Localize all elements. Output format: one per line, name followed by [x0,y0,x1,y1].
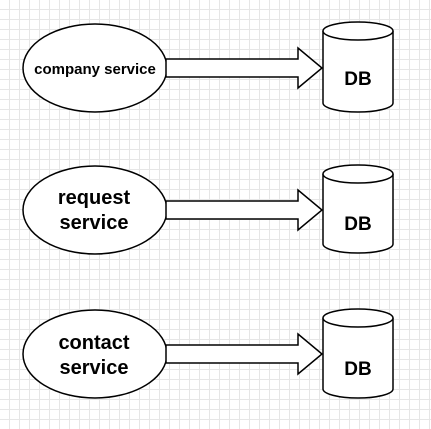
service-db-row: contact service DB [22,308,394,399]
service-label-line-1: request [58,187,131,209]
database-cylinder-body [322,318,394,399]
database-label: DB [344,214,371,235]
service-db-row: request service DB [22,164,394,255]
service-node-contact[interactable] [22,309,168,399]
service-node-request[interactable] [22,165,168,255]
service-db-row: company service DB [22,21,394,113]
database-cylinder-body [322,174,394,254]
database-node[interactable]: DB [322,21,394,113]
connection-arrow[interactable] [165,332,324,376]
database-cylinder-top [322,308,394,328]
connection-arrow[interactable] [165,188,324,232]
service-label-line-2: service [60,212,129,234]
service-label-line-1: contact [58,332,129,354]
service-label-line-2: service [60,357,129,379]
database-cylinder-body [322,31,394,113]
connection-arrow[interactable] [165,46,324,90]
database-label: DB [344,69,371,90]
database-label: DB [344,359,371,380]
service-label: company service [34,61,156,78]
database-node[interactable]: DB [322,164,394,254]
database-cylinder-top [322,21,394,41]
database-cylinder-top [322,164,394,184]
database-node[interactable]: DB [322,308,394,399]
